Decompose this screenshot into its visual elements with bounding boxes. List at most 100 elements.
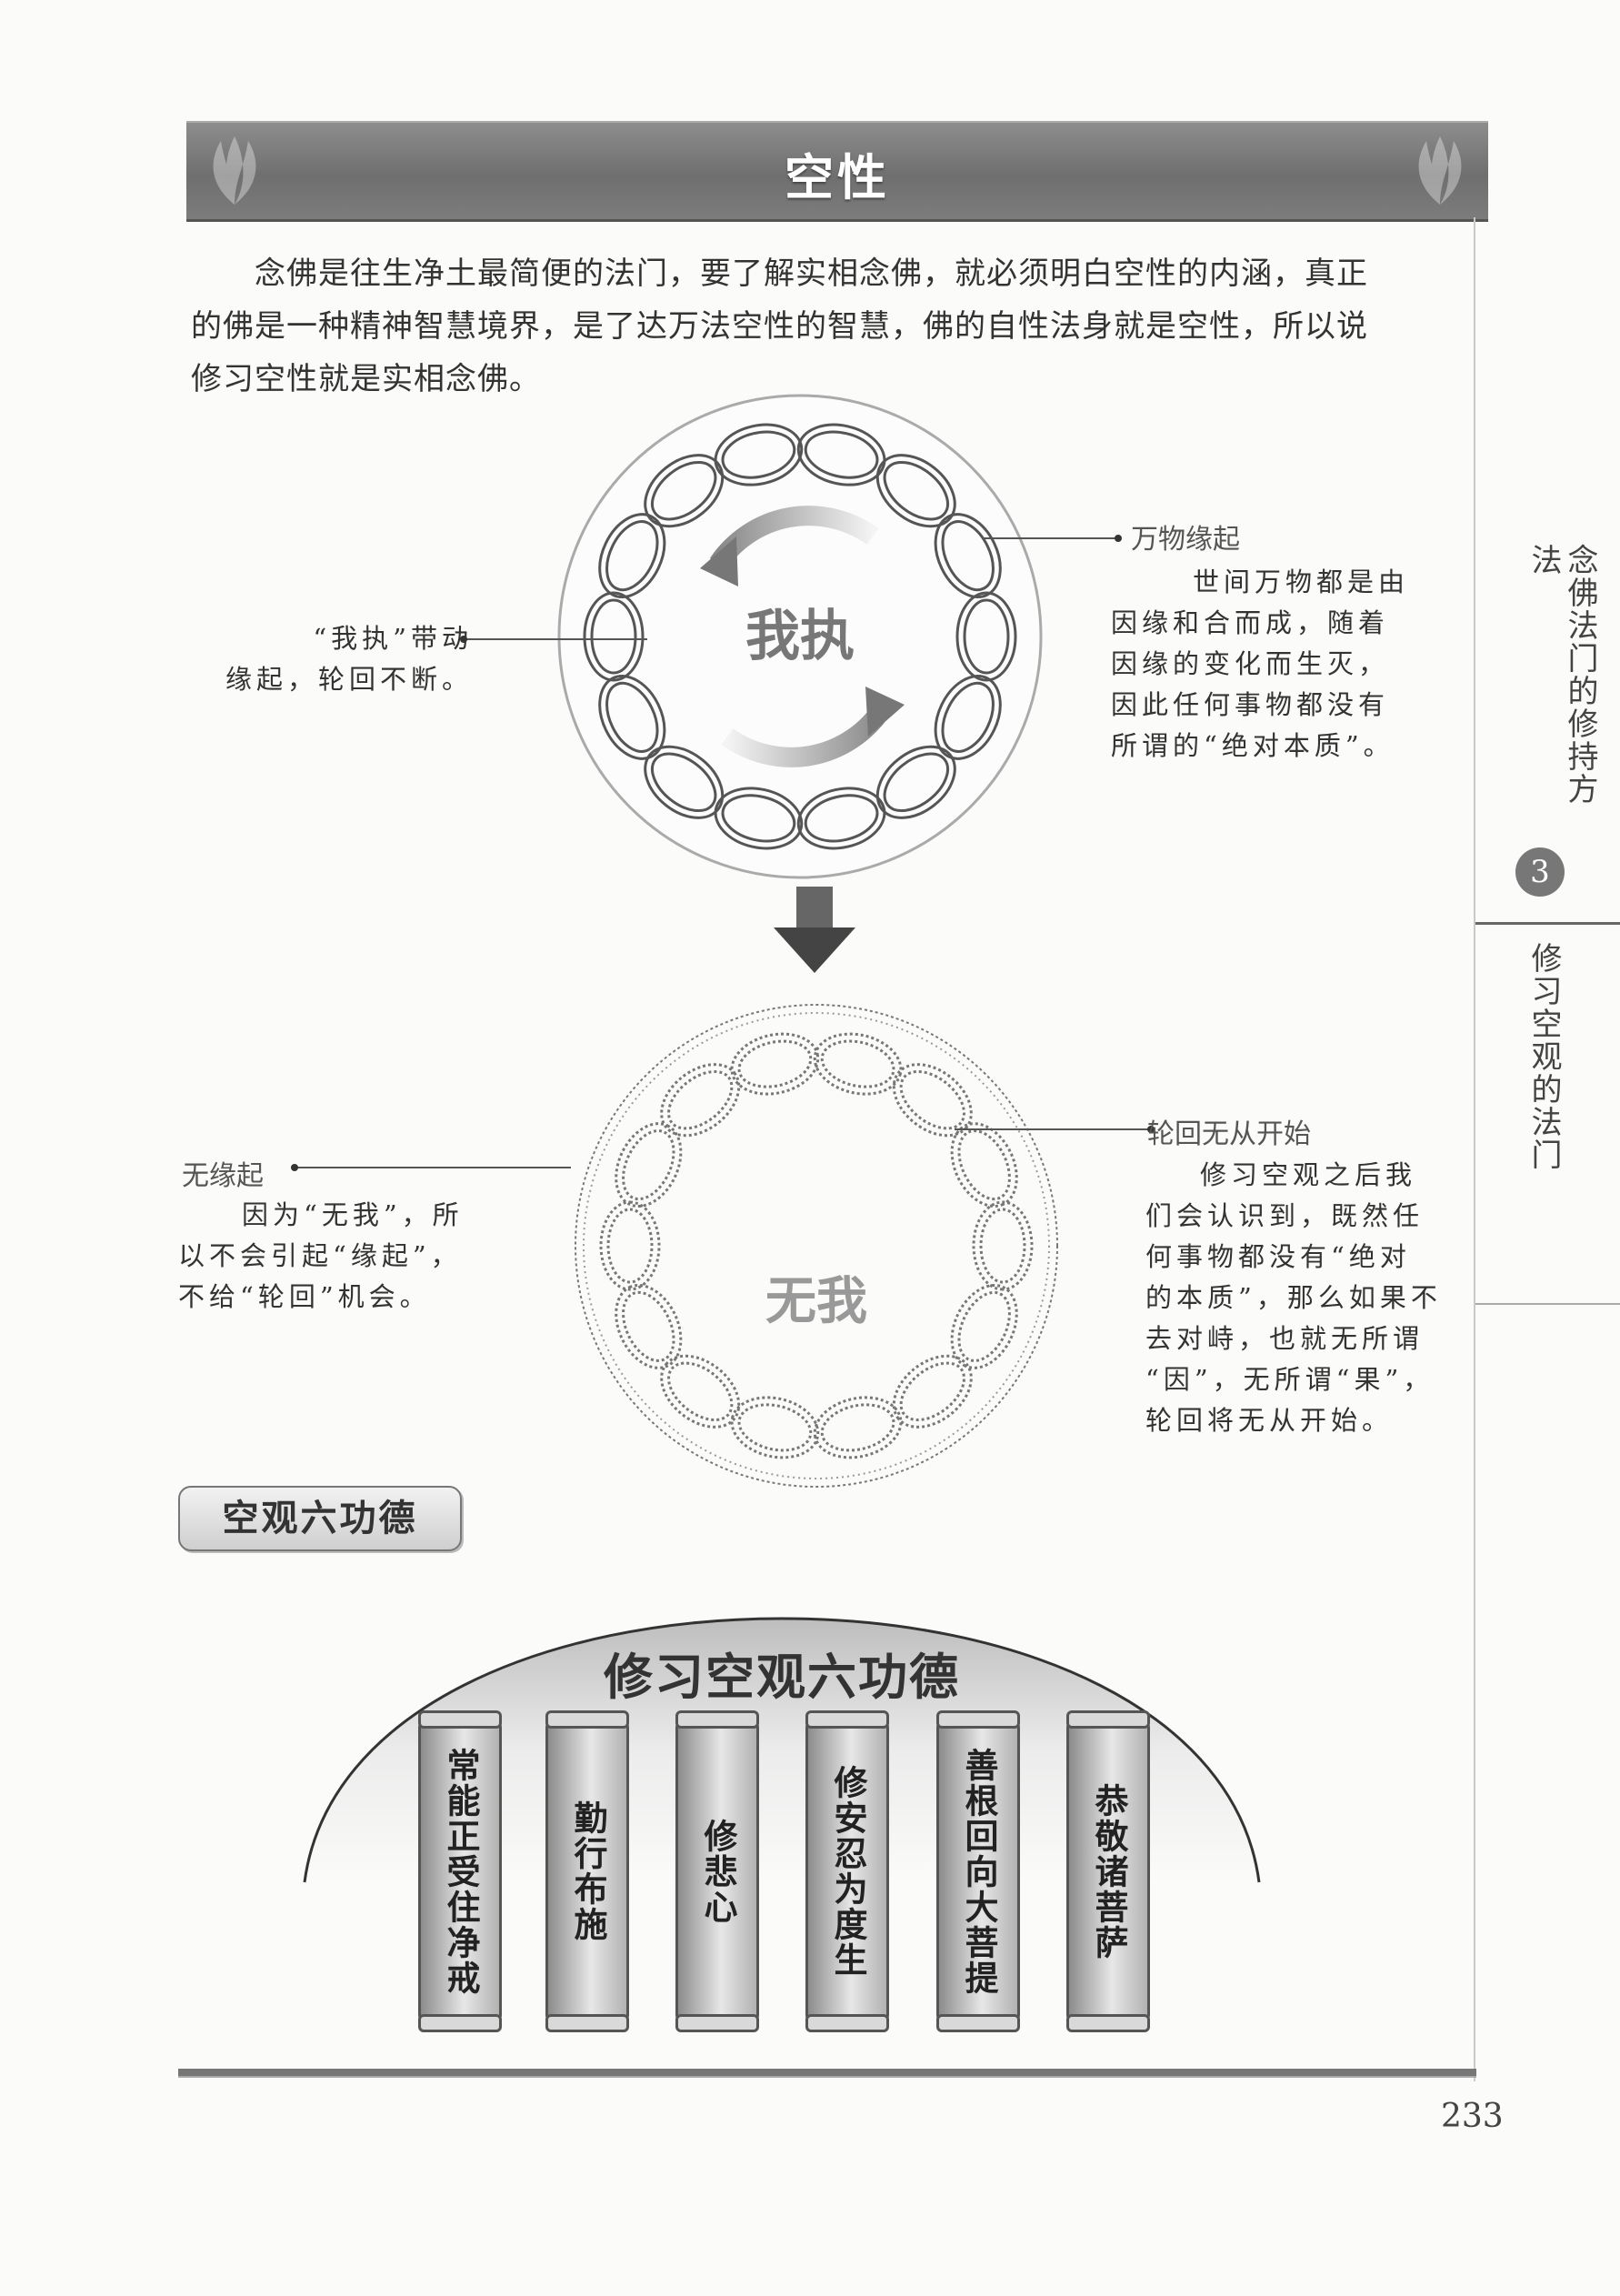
chain-link xyxy=(957,1290,1011,1362)
chain-link xyxy=(963,598,1010,675)
chain-link xyxy=(714,423,804,486)
caption-line: 缘起，轮回不断。 xyxy=(225,664,473,695)
caption-line: 何事物都没有“绝对 xyxy=(1145,1241,1411,1272)
chain-link xyxy=(820,1039,895,1088)
chain-link xyxy=(875,454,956,528)
intro-line: 念佛是往生净土最简便的法门，要了解实相念佛，就必须明白空性的内涵，真正 xyxy=(255,256,1368,292)
chain-link xyxy=(941,681,995,753)
section-heading-text: 空观六功德 xyxy=(222,1497,418,1539)
chain-link xyxy=(892,1354,973,1429)
intro-line: 的佛是一种精神智慧境界，是了达万法空性的智慧，佛的自性法身就是空性，所以说 xyxy=(191,308,1368,345)
ego-center-text: 我执 xyxy=(745,605,855,668)
chain-link xyxy=(883,752,949,813)
virtue-text: 修安忍为度生 xyxy=(828,1765,867,1978)
dependent-origination-label: 万物缘起 xyxy=(1131,524,1240,556)
chapter-number-badge: 3 xyxy=(1515,847,1565,897)
chain-link xyxy=(813,1396,903,1459)
intro-paragraph: 念佛是往生净土最简便的法门，要了解实相念佛，就必须明白空性的内涵，真正 的佛是一… xyxy=(191,247,1455,406)
down-arrow-icon xyxy=(774,887,855,973)
caption-line: “我执”带动 xyxy=(313,623,473,654)
chain-link xyxy=(950,1122,1018,1208)
chain-link xyxy=(615,1283,683,1369)
virtue-pillar: 恭敬诸菩萨 xyxy=(1066,1710,1150,2032)
chain-link xyxy=(599,1200,661,1291)
chain-link xyxy=(615,1122,683,1208)
chain-link xyxy=(813,1032,903,1096)
chain-link xyxy=(730,1032,820,1096)
chain-link xyxy=(979,1208,1026,1284)
chain-link xyxy=(892,1063,973,1138)
caption-line: 去对峙，也就无所谓 xyxy=(1145,1323,1425,1354)
chain-link xyxy=(804,430,879,479)
bottom-rule xyxy=(178,2069,1476,2078)
section-heading: 空观六功德 xyxy=(178,1486,462,1551)
caption-line: 因缘的变化而生灭， xyxy=(1111,648,1390,679)
chain-link xyxy=(651,460,717,521)
chain-link xyxy=(883,460,949,521)
lotus-ornament-icon xyxy=(1418,136,1462,205)
chain-link xyxy=(730,1396,820,1459)
virtues-title: 修习空观六功德 xyxy=(604,1648,960,1706)
chain-links xyxy=(583,423,1017,850)
caption-line: 以不会引起“缘起”， xyxy=(178,1240,462,1271)
page-frame-line xyxy=(1474,217,1475,2081)
chain-link xyxy=(934,513,1002,599)
chain-link xyxy=(622,1290,675,1362)
chain-link xyxy=(598,513,666,599)
caption-line: 所谓的“绝对本质”。 xyxy=(1111,730,1395,761)
chain-link xyxy=(899,1361,965,1422)
virtue-pillar: 修悲心 xyxy=(675,1710,759,2032)
chain-link xyxy=(583,591,645,682)
no-self-center-text: 无我 xyxy=(765,1271,867,1331)
chain-link xyxy=(660,1354,741,1429)
virtue-text: 善根回向大菩提 xyxy=(959,1747,998,1996)
callout-lines xyxy=(460,535,1122,643)
dependent-origination-text: 世间万物都是由 因缘和合而成，随着 因缘的变化而生灭， 因此任何事物都没有 所谓… xyxy=(1111,562,1456,767)
virtue-text: 恭敬诸菩萨 xyxy=(1089,1782,1128,1960)
page-title: 空性 xyxy=(785,149,890,206)
title-banner: 空性 xyxy=(186,121,1488,222)
chain-link xyxy=(714,787,804,850)
caption-line: 们会认识到，既然任 xyxy=(1145,1200,1425,1231)
chain-link xyxy=(598,674,666,760)
chain-link xyxy=(721,794,796,843)
caption-line: “因”，无所谓“果”， xyxy=(1145,1364,1435,1395)
virtue-text: 常能正受住净戒 xyxy=(441,1747,480,1996)
lotus-ornament-icon xyxy=(213,136,256,205)
chain-link xyxy=(875,745,956,819)
virtue-pillar: 修安忍为度生 xyxy=(805,1710,889,2032)
chain-link xyxy=(804,794,879,843)
virtue-pillar: 常能正受住净戒 xyxy=(418,1710,502,2032)
chain-link xyxy=(660,1063,741,1138)
chain-link xyxy=(605,520,659,592)
chain-link xyxy=(941,520,995,592)
chain-link xyxy=(606,1208,654,1284)
chain-link xyxy=(651,752,717,813)
chain-link xyxy=(644,454,725,528)
chain-link xyxy=(796,423,886,486)
sidebar-divider xyxy=(1475,1303,1620,1305)
no-origination-label: 无缘起 xyxy=(182,1160,264,1192)
ego-chain-diagram: 我执 xyxy=(557,394,1043,879)
section-title-vertical: 修习空观的法门 xyxy=(1525,942,1562,1171)
sidebar-divider xyxy=(1475,922,1620,925)
caption-line: 世间万物都是由 xyxy=(1193,566,1410,597)
chain-link xyxy=(950,1283,1018,1369)
virtues-arch xyxy=(303,1617,1261,1883)
chain-link xyxy=(721,430,796,479)
no-self-chain-diagram: 无我 xyxy=(575,1004,1058,1488)
ego-attachment-text: “我执”带动 缘起，轮回不断。 xyxy=(200,618,473,700)
chain-link xyxy=(605,681,659,753)
chain-links xyxy=(599,1032,1034,1459)
caption-line: 修习空观之后我 xyxy=(1200,1159,1417,1190)
chain-link xyxy=(737,1039,813,1088)
virtue-pillar: 善根回向大菩提 xyxy=(936,1710,1020,2032)
caption-line: 因此任何事物都没有 xyxy=(1111,689,1390,720)
chain-link xyxy=(955,591,1017,682)
chain-link xyxy=(796,787,886,850)
caption-line: 因缘和合而成，随着 xyxy=(1111,607,1390,638)
caption-line: 轮回将无从开始。 xyxy=(1145,1405,1394,1436)
page-number: 233 xyxy=(1441,2098,1504,2135)
chain-link xyxy=(590,598,637,675)
chain-link xyxy=(737,1403,813,1452)
